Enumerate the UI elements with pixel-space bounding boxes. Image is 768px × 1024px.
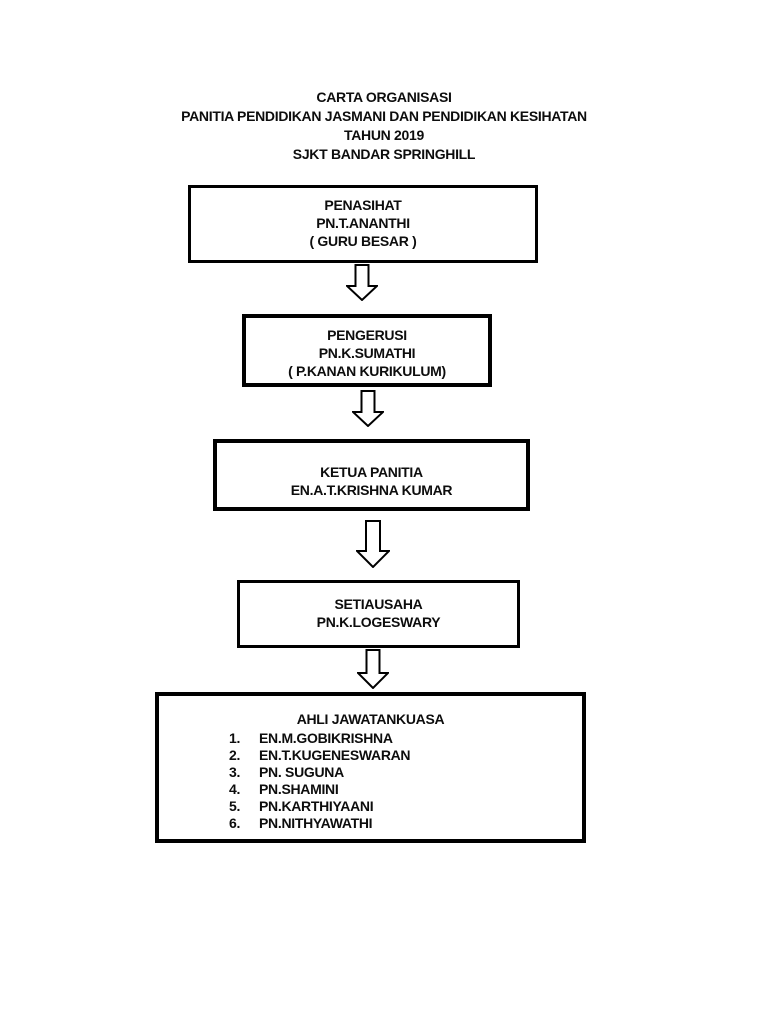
- org-box-ahli-jawatankuasa: AHLI JAWATANKUASA 1. EN.M.GOBIKRISHNA 2.…: [155, 692, 586, 843]
- chart-title: CARTA ORGANISASI PANITIA PENDIDIKAN JASM…: [0, 88, 768, 164]
- role-label: KETUA PANITIA: [320, 464, 423, 480]
- member-name: PN.KARTHIYAANI: [259, 798, 374, 814]
- down-arrow-icon: [356, 520, 390, 568]
- member-list: 1. EN.M.GOBIKRISHNA 2. EN.T.KUGENESWARAN…: [229, 730, 582, 832]
- member-number: 1.: [229, 730, 241, 746]
- title-line-1: CARTA ORGANISASI: [316, 89, 452, 105]
- down-arrow-icon: [357, 649, 389, 689]
- member-number: 4.: [229, 781, 241, 797]
- role-note: ( P.KANAN KURIKULUM): [288, 363, 446, 379]
- role-note: ( GURU BESAR ): [309, 233, 417, 249]
- person-name: PN.T.ANANTHI: [316, 215, 410, 231]
- member-number: 2.: [229, 747, 241, 763]
- role-label: AHLI JAWATANKUASA: [296, 711, 445, 727]
- list-item: 5. PN.KARTHIYAANI: [229, 798, 582, 815]
- org-box-ketua-panitia: KETUA PANITIA EN.A.T.KRISHNA KUMAR: [213, 439, 530, 511]
- org-box-setiausaha: SETIAUSAHA PN.K.LOGESWARY: [237, 580, 520, 648]
- list-item: 1. EN.M.GOBIKRISHNA: [229, 730, 582, 747]
- person-name: PN.K.SUMATHI: [318, 345, 416, 361]
- title-line-4: SJKT BANDAR SPRINGHILL: [292, 146, 476, 162]
- person-name: EN.A.T.KRISHNA KUMAR: [290, 482, 453, 498]
- member-name: PN.SHAMINI: [259, 781, 339, 797]
- role-label: PENASIHAT: [324, 197, 402, 213]
- role-label: PENGERUSI: [327, 327, 407, 343]
- title-line-2: PANITIA PENDIDIKAN JASMANI DAN PENDIDIKA…: [181, 108, 587, 124]
- list-item: 3. PN. SUGUNA: [229, 764, 582, 781]
- list-item: 4. PN.SHAMINI: [229, 781, 582, 798]
- down-arrow-icon: [346, 264, 378, 301]
- member-name: PN. SUGUNA: [259, 764, 344, 780]
- list-item: 2. EN.T.KUGENESWARAN: [229, 747, 582, 764]
- member-number: 6.: [229, 815, 241, 831]
- role-label: SETIAUSAHA: [334, 596, 423, 612]
- member-number: 5.: [229, 798, 241, 814]
- org-box-penasihat: PENASIHAT PN.T.ANANTHI ( GURU BESAR ): [188, 185, 538, 263]
- member-name: EN.M.GOBIKRISHNA: [259, 730, 393, 746]
- member-name: PN.NITHYAWATHI: [259, 815, 373, 831]
- org-box-pengerusi: PENGERUSI PN.K.SUMATHI ( P.KANAN KURIKUL…: [242, 314, 492, 387]
- title-line-3: TAHUN 2019: [344, 127, 424, 143]
- list-item: 6. PN.NITHYAWATHI: [229, 815, 582, 832]
- member-number: 3.: [229, 764, 241, 780]
- down-arrow-icon: [352, 390, 384, 427]
- member-name: EN.T.KUGENESWARAN: [259, 747, 411, 763]
- person-name: PN.K.LOGESWARY: [316, 614, 441, 630]
